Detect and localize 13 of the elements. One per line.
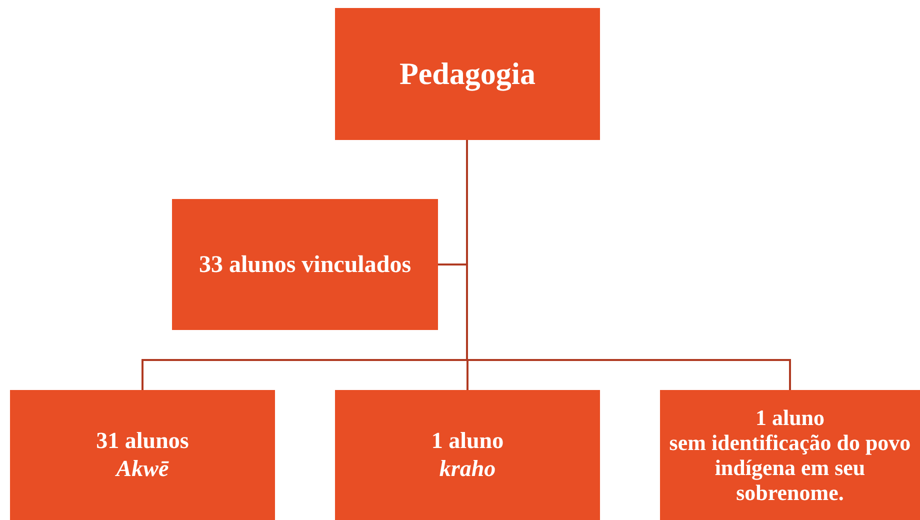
org-box	[10, 390, 275, 520]
box-text: 1 aluno	[431, 427, 504, 455]
box-text: Pedagogia	[399, 54, 536, 93]
org-box	[335, 8, 600, 140]
box-text: 33 alunos vinculados	[198, 250, 412, 280]
org-box	[660, 390, 920, 520]
box-text: kraho	[439, 455, 496, 483]
box-text: 31 alunos	[96, 427, 189, 455]
box-text: 1 aluno	[755, 405, 825, 430]
box-text: sem identificação do povo indígena em seu sobrenome.	[668, 430, 912, 505]
box-text: Akwē	[116, 455, 169, 483]
org-box	[172, 199, 438, 330]
org-box	[335, 390, 600, 520]
